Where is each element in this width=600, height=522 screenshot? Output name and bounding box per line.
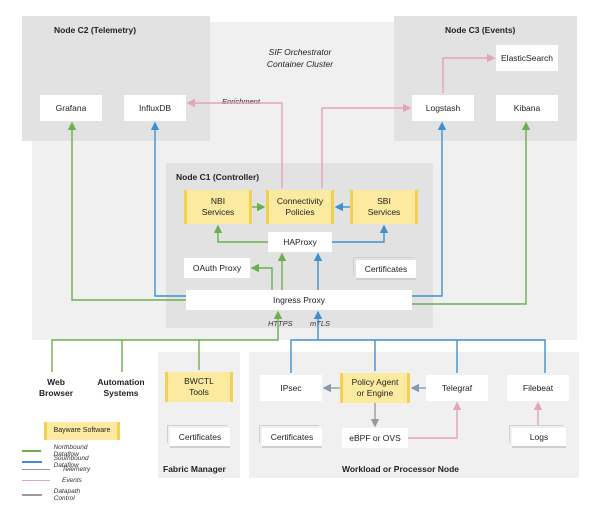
legend-northbound-label: Northbound Dataflow — [53, 444, 88, 458]
legend-southbound: Southbound Dataflow — [22, 455, 97, 469]
legend-datapath-control: Datapath Control — [22, 488, 88, 502]
oauth-proxy-box: OAuth Proxy — [184, 258, 250, 278]
bwctl-tools-box: BWCTL Tools — [165, 372, 233, 402]
telegraf-box: Telegraf — [426, 375, 488, 401]
legend-southbound-swatch — [22, 461, 42, 463]
mtls-caption: mTLS — [310, 319, 331, 328]
connectivity-policies-box: Connectivity Policies — [266, 190, 334, 224]
legend-telemetry-swatch — [22, 468, 50, 471]
legend-datapath-label: Datapath Control — [53, 488, 81, 502]
ebpf-ovs-box: eBPF or OVS — [342, 428, 408, 448]
workload-node-region — [249, 352, 579, 478]
legend-events-label: Events — [62, 477, 82, 484]
certificates-c1-doc: Certificates — [353, 257, 416, 280]
ingress-proxy-box: Ingress Proxy — [186, 290, 412, 310]
nbi-services-box: NBI Services — [184, 190, 252, 224]
legend-northbound-swatch — [22, 450, 42, 452]
certificates-fabric-doc: Certificates — [167, 425, 230, 448]
elasticsearch-box: ElasticSearch — [496, 45, 558, 71]
workload-node-title: Workload or Processor Node — [342, 464, 459, 474]
bwctl-tools-line2: Tools — [189, 387, 209, 397]
orchestrator-caption-line1: SIF Orchestrator — [268, 47, 332, 57]
nbi-services-line1: NBI — [210, 196, 226, 207]
connectivity-policies-line1: Connectivity — [276, 196, 324, 207]
fabric-manager-region — [158, 352, 240, 478]
bayware-software-key: Bayware Software — [44, 422, 120, 440]
influxdb-box: InfluxDB — [124, 95, 186, 121]
orchestrator-caption: SIF Orchestrator Container Cluster — [225, 46, 375, 71]
sbi-services-box: SBI Services — [350, 190, 418, 224]
enrichment-caption: Enrichment — [222, 97, 260, 106]
certificates-workload-doc: Certificates — [259, 425, 322, 448]
logstash-box: Logstash — [412, 95, 474, 121]
node-c2-title: Node C2 (Telemetry) — [54, 25, 137, 35]
sbi-services-line2: Services — [367, 207, 401, 217]
sbi-services-line1: SBI — [377, 196, 391, 207]
automation-systems-line2: Systems — [103, 388, 139, 398]
kibana-box: Kibana — [496, 95, 558, 121]
legend-events: Events — [22, 477, 82, 484]
nbi-services-line2: Services — [201, 207, 235, 217]
connectivity-policies-line2: Policies — [285, 207, 315, 217]
legend-northbound: Northbound Dataflow — [22, 444, 96, 458]
web-browser-box: Web Browser — [28, 374, 84, 402]
fabric-manager-title: Fabric Manager — [163, 464, 226, 474]
web-browser-line1: Web — [47, 377, 65, 388]
filebeat-box: Filebeat — [507, 375, 569, 401]
node-c1-title: Node C1 (Controller) — [176, 172, 260, 182]
legend-telemetry: Telemetry — [22, 466, 90, 473]
legend-southbound-label: Southbound Dataflow — [53, 455, 89, 469]
haproxy-box: HAProxy — [268, 232, 332, 252]
policy-agent-line1: Policy Agent — [351, 377, 399, 388]
web-browser-line2: Browser — [38, 388, 73, 398]
bwctl-tools-line1: BWCTL — [184, 376, 214, 387]
legend-telemetry-label: Telemetry — [62, 466, 91, 473]
automation-systems-line1: Automation — [97, 377, 145, 388]
legend-events-swatch — [22, 479, 50, 482]
legend-datapath-swatch — [22, 494, 42, 496]
https-caption: HTTPS — [268, 319, 293, 328]
orchestrator-caption-line2: Container Cluster — [266, 59, 334, 70]
logs-doc: Logs — [509, 425, 566, 448]
policy-agent-box: Policy Agent or Engine — [340, 373, 410, 403]
policy-agent-line2: or Engine — [356, 388, 394, 398]
automation-systems-box: Automation Systems — [88, 374, 154, 402]
node-c3-title: Node C3 (Events) — [445, 25, 516, 35]
grafana-box: Grafana — [40, 95, 102, 121]
ipsec-box: IPsec — [260, 375, 322, 401]
